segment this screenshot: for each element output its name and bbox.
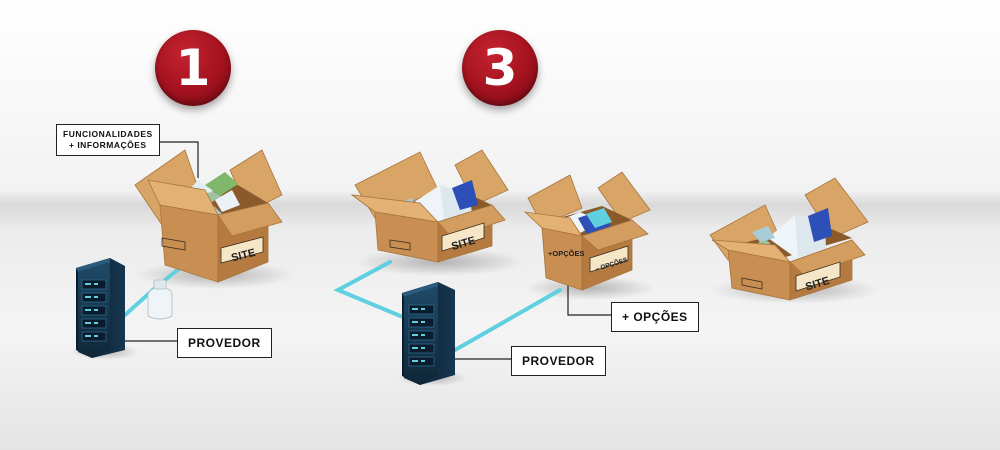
step-three-number: 3 [482,39,518,97]
connection-line-middle [333,260,412,322]
site-box-middle: SITE [350,149,509,263]
site-box-left: SITE [134,149,283,283]
box-shadow [355,248,525,276]
functions-label: FUNCIONALIDADES + INFORMAÇÕES [56,124,160,156]
provider-label-middle: PROVEDOR [511,346,606,376]
server-middle [402,282,455,385]
server-left [76,258,125,358]
site-box-right: SITE [709,177,869,301]
step-three-badge: 3 [462,30,538,106]
step-one-badge: 1 [155,30,231,106]
pointer-functions [155,141,199,178]
connection-line-options [453,288,562,352]
pointer-lines [125,141,612,360]
provider-label-left: PROVEDOR [177,328,272,358]
options-label: + OPÇÕES [611,302,699,332]
options-box: +OPÇÕES – OPÇÕES [523,171,651,291]
box-contents [748,208,832,260]
functions-label-line2: + INFORMAÇÕES [69,140,147,150]
options-box-text: +OPÇÕES [548,249,584,258]
functions-label-line1: FUNCIONALIDADES [63,129,153,139]
step-one-number: 1 [175,39,211,97]
pointer-options [567,285,612,316]
connector-jug [147,279,173,320]
box-site-text: SITE [230,247,257,265]
